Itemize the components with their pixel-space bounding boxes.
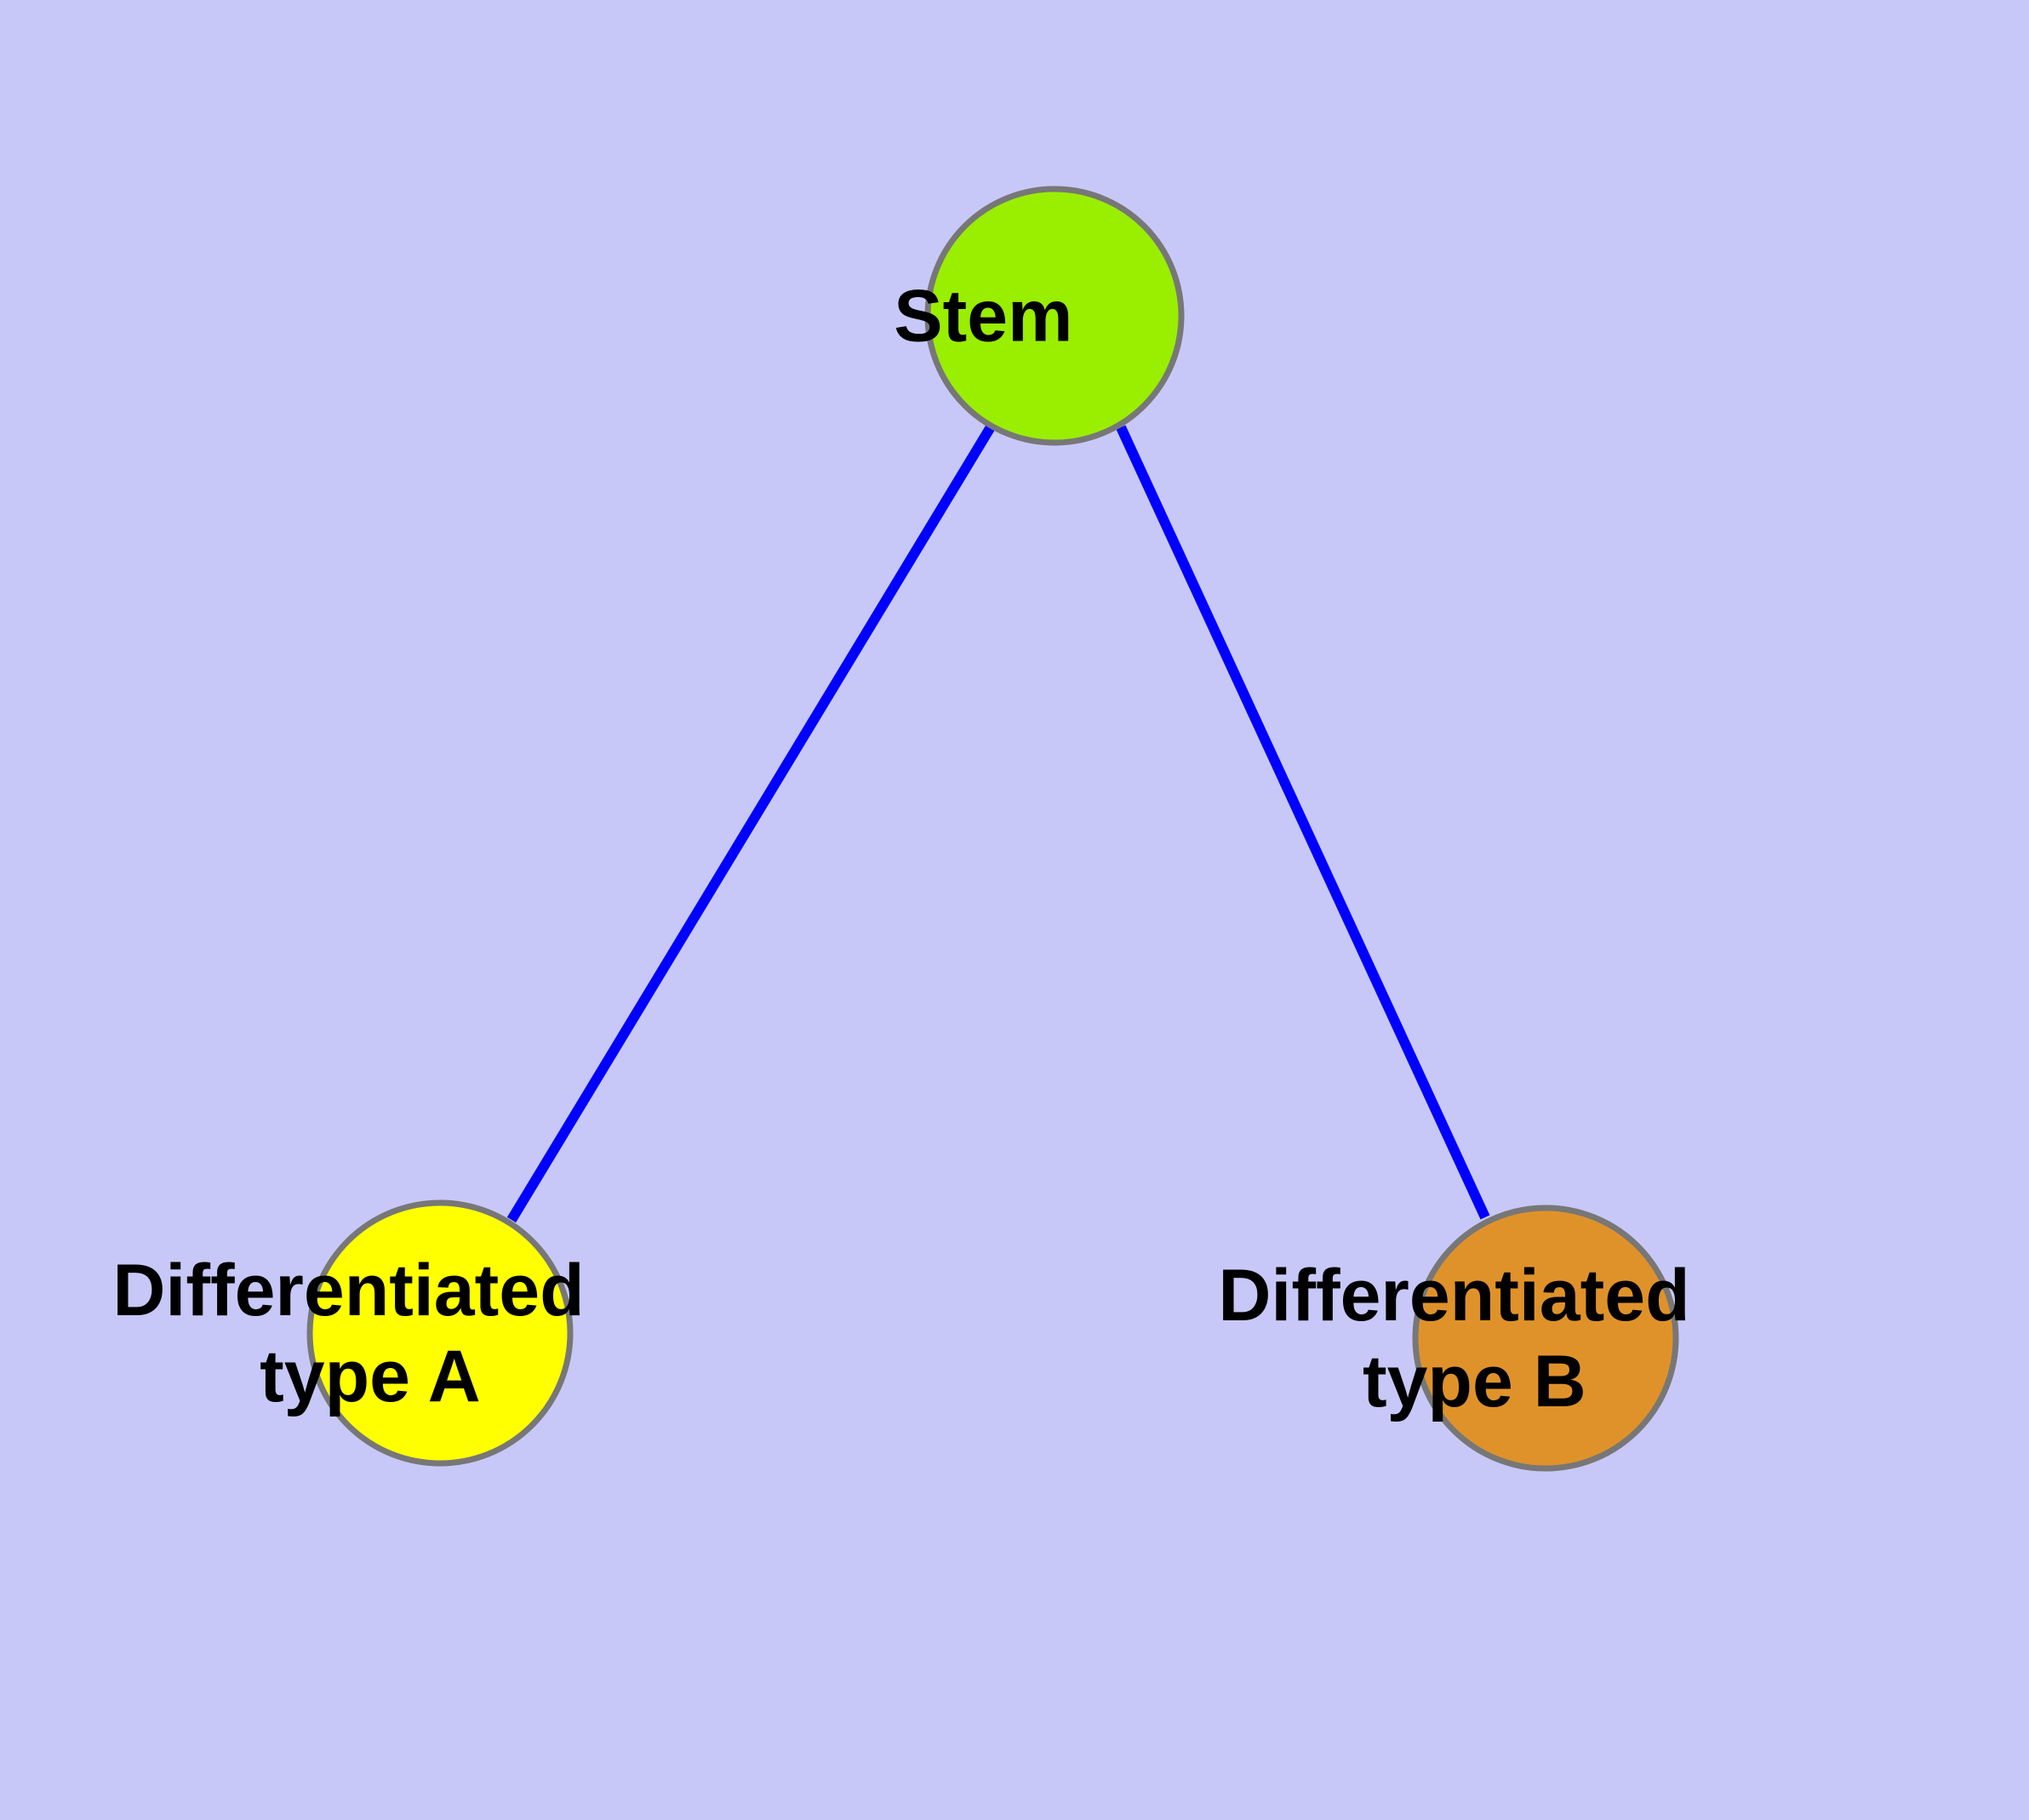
node-stem[interactable] — [924, 186, 1185, 446]
node-label-differentiated-type-a-line-1: Differentiated — [112, 1250, 584, 1331]
node-label-differentiated-type-b-line-1: Differentiated — [1218, 1255, 1689, 1336]
nodes-group — [306, 186, 1679, 1472]
edge-stem-to-differentiated-type-a[interactable] — [506, 422, 997, 1223]
node-label-differentiated-type-a-line-2: type A — [260, 1336, 479, 1417]
edge-stem-to-differentiated-type-b[interactable] — [1116, 425, 1490, 1220]
edges-group — [506, 422, 1490, 1223]
node-differentiated-type-a[interactable] — [306, 1199, 574, 1467]
labels-group: Stem Differentiated type A Differentiate… — [0, 0, 1689, 1422]
node-differentiated-type-b[interactable] — [1412, 1205, 1679, 1472]
node-label-stem: Stem — [0, 0, 1215, 357]
node-label-differentiated-type-b: Differentiated type B — [1218, 1255, 1689, 1422]
node-label-stem-line-1: Stem — [894, 275, 1072, 357]
node-label-differentiated-type-b-line-2: type B — [1363, 1341, 1586, 1422]
node-label-differentiated-type-a: Differentiated type A — [0, 0, 768, 1417]
